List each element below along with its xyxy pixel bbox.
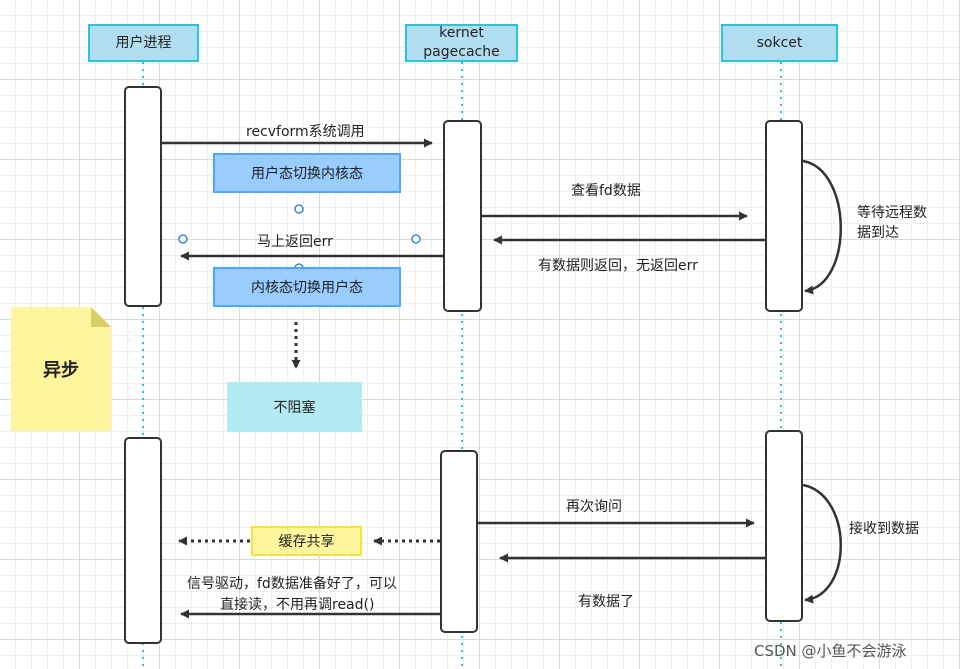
socket-activation-2 bbox=[765, 430, 803, 622]
user-to-kernel-box: 用户态切换内核态 bbox=[213, 153, 401, 193]
watermark: CSDN @小鱼不会游泳 bbox=[754, 642, 907, 660]
kernel-activation-1 bbox=[443, 120, 482, 312]
header-kernel-pagecache: kernet pagecache bbox=[405, 24, 518, 62]
receive-loop-arrow bbox=[802, 483, 842, 604]
socket-activation-1 bbox=[765, 120, 803, 312]
handle-circle[interactable] bbox=[178, 234, 188, 244]
no-block-box: 不阻塞 bbox=[227, 382, 362, 432]
header-user-process: 用户进程 bbox=[88, 24, 199, 62]
recvform-call-label: recvform系统调用 bbox=[246, 124, 365, 140]
signal-line-1-label: 信号驱动，fd数据准备好了，可以 bbox=[187, 576, 397, 592]
folded-corner-icon bbox=[11, 307, 111, 431]
kernel-to-user-box: 内核态切换用户态 bbox=[213, 267, 401, 307]
socket-reply-label: 有数据则返回，无返回err bbox=[538, 258, 698, 274]
user-activation-1 bbox=[124, 86, 162, 307]
handle-circle[interactable] bbox=[294, 204, 304, 214]
wait-remote-label: 等待远程数 据到达 bbox=[857, 205, 927, 241]
ask-again-label: 再次询问 bbox=[566, 499, 622, 515]
kernel-activation-2 bbox=[440, 450, 478, 633]
check-fd-label: 查看fd数据 bbox=[571, 183, 641, 199]
handle-circle[interactable] bbox=[411, 234, 421, 244]
header-socket: sokcet bbox=[721, 24, 838, 62]
wait-remote-loop-arrow bbox=[802, 159, 842, 295]
user-activation-2 bbox=[124, 437, 162, 644]
async-note-label: 异步 bbox=[43, 360, 79, 381]
receive-label: 接收到数据 bbox=[849, 521, 919, 537]
shared-cache-box: 缓存共享 bbox=[251, 526, 362, 556]
return-err-label: 马上返回err bbox=[257, 234, 333, 250]
async-note: 异步 bbox=[11, 307, 111, 431]
data-ready-label: 有数据了 bbox=[578, 594, 634, 610]
signal-line-2-label: 直接读，不用再调read() bbox=[220, 597, 375, 613]
